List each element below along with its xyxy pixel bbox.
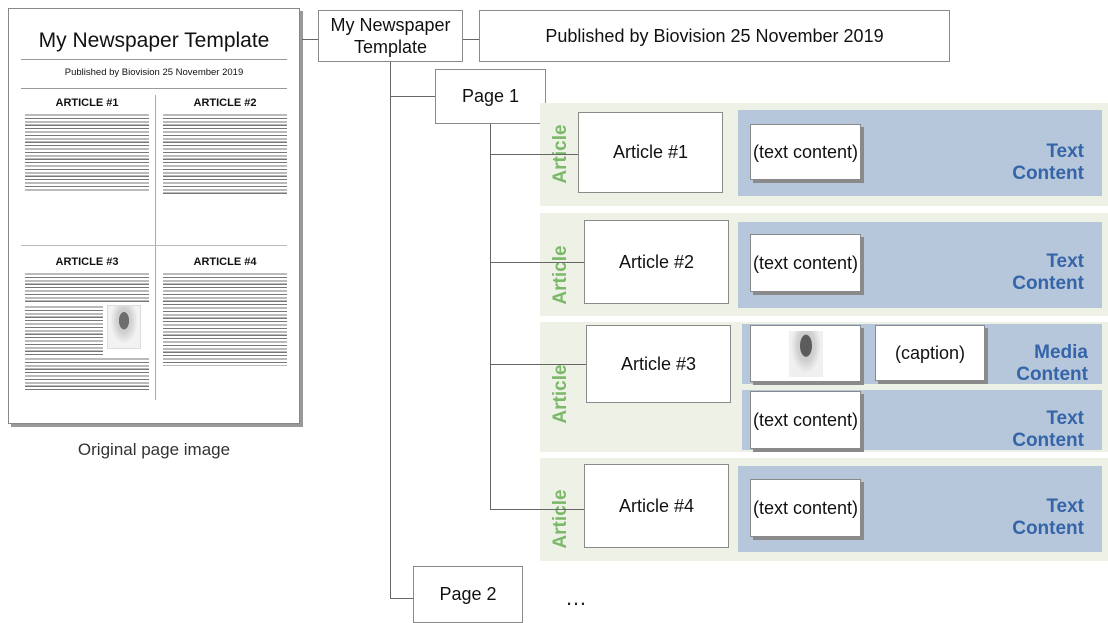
connector-line: [490, 154, 578, 155]
connector-line: [490, 364, 586, 365]
article-node: Article #3: [586, 325, 731, 403]
thumbnail-caption: Original page image: [77, 440, 231, 459]
article-type-label: Article: [550, 364, 571, 424]
text-content-box: (text content): [750, 391, 861, 449]
thumbnail-article-heading: ARTICLE #4: [193, 256, 257, 268]
thumbnail-article-heading: ARTICLE #2: [193, 97, 257, 109]
connector-line: [390, 96, 435, 97]
text-content-box: (text content): [750, 234, 861, 292]
thumbnail-subtitle: Published by Biovision 25 November 2019: [64, 67, 244, 78]
divider: [21, 59, 287, 60]
article-text-block: [25, 113, 149, 191]
article-node: Article #2: [584, 220, 729, 304]
published-node: Published by Biovision 25 November 2019: [479, 10, 950, 62]
thumbnail-article-heading: ARTICLE #3: [55, 256, 119, 268]
divider: [21, 245, 287, 246]
article-text-block: [25, 272, 149, 304]
media-thumbnail-box: [750, 325, 861, 382]
article-node: Article #4: [584, 464, 729, 548]
article-text-block: [163, 272, 287, 366]
thumbnail-article-heading: ARTICLE #1: [55, 97, 119, 109]
column-divider: [155, 95, 156, 400]
article-text-block: [163, 113, 287, 195]
article-text-block: [25, 357, 149, 391]
connector-line: [302, 39, 318, 40]
text-content-box: (text content): [750, 124, 861, 180]
connector-line: [390, 598, 413, 599]
article-type-label: Article: [550, 489, 571, 549]
text-content-box: (text content): [750, 479, 861, 537]
connector-line: [390, 61, 391, 599]
connector-line: [463, 39, 479, 40]
thumbnail-title: My Newspaper Template: [38, 29, 270, 52]
article-type-label: Article: [550, 245, 571, 305]
portrait-photo-icon: [107, 305, 141, 349]
portrait-photo-icon: [788, 330, 823, 377]
connector-line: [490, 509, 584, 510]
article-text-block: [25, 305, 103, 357]
caption-box: (caption): [875, 325, 985, 381]
article-node: Article #1: [578, 112, 723, 193]
page-node: Page 2: [413, 566, 523, 623]
page-node: Page 1: [435, 69, 546, 124]
more-pages-ellipsis: …: [565, 585, 587, 610]
connector-line: [490, 262, 584, 263]
divider: [21, 88, 287, 89]
connector-line: [490, 124, 491, 510]
page-thumbnail: My Newspaper Template Published by Biovi…: [8, 8, 300, 424]
